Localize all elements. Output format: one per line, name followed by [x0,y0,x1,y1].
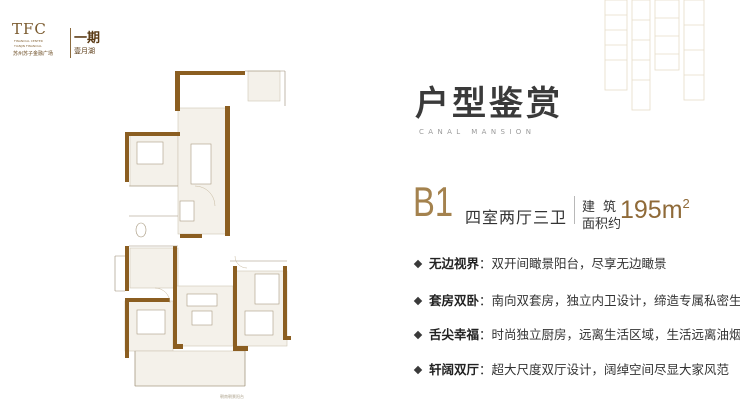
walls [125,71,291,358]
building-sketch-decoration [604,0,705,111]
bed-lower-right [244,310,274,336]
area-value: 195m2 [620,196,690,225]
area-unit: m [661,196,683,224]
feature-item: 套房双卧：南向双套房，独立内卫设计，缔造专属私密生活 [413,290,740,309]
svg-text:朝南朝景阳台: 朝南朝景阳台 [220,393,244,399]
feature-label: 套房双卧 [429,293,480,308]
divider [574,196,575,224]
feature-label: 无边视界 [429,256,480,271]
unit-code: B1 [413,178,454,225]
counter [179,200,195,222]
feature-item: 轩阔双厅：超大尺度双厅设计，阔绰空间尽显大家风范 [413,359,729,378]
floor-plan: 朝南朝景阳台 [114,70,291,399]
page-title: 户型鉴赏 [415,84,563,124]
feature-item: 无边视界：双开间瞰景阳台，尽享无边瞰景 [413,253,667,272]
feature-text: ：双开间瞰景阳台，尽享无边瞰景 [479,256,667,271]
logo-sub2: TIANJIN FINANCIAL [14,44,42,48]
feature-label: 舌尖幸福 [429,327,480,342]
logo-divider [70,28,71,58]
diamond-bullet-icon [413,330,423,340]
balcony-top [247,70,281,102]
toilet [135,222,147,238]
area-number: 195 [620,196,662,224]
bed-upper [136,141,164,165]
sofa [186,293,218,307]
balcony-bottom [134,350,246,387]
dining-table [190,143,212,185]
logo-name: 壹月湖 [74,47,95,55]
diamond-bullet-icon [413,365,423,375]
coffee-table [191,310,213,326]
logo-project-name: 苏州苏子金融广场 [13,51,54,57]
page-subtitle: CANAL MANSION [419,128,536,136]
diamond-bullet-icon [413,296,423,306]
area-label-line1: 建筑 [582,200,625,215]
bathroom-left [129,247,179,289]
room-type: 四室两厅三卫 [465,208,568,227]
area-unit-superscript: 2 [682,196,690,211]
diamond-bullet-icon [413,259,423,269]
feature-text: ：超大尺度双厅设计，阔绰空间尽显大家风范 [479,362,730,377]
area-label-line2: 面积约 [582,217,622,232]
logo: TFC FINANCIAL CENTER TIANJIN FINANCIAL 苏… [12,20,112,64]
feature-item: 舌尖幸福：时尚独立厨房，远离生活区域，生活远离油烟侵扰 [413,324,740,343]
bathroom-right [254,273,280,305]
logo-sub1: FINANCIAL CENTER [14,39,43,43]
bed-lower-left [136,309,166,335]
logo-mark: TFC [12,20,47,38]
logo-phase: 一期 [74,31,101,46]
feature-label: 轩阔双厅 [429,362,480,377]
feature-text: ：时尚独立厨房，远离生活区域，生活远离油烟侵扰 [479,327,740,342]
feature-text: ：南向双套房，独立内卫设计，缔造专属私密生活 [479,293,740,308]
